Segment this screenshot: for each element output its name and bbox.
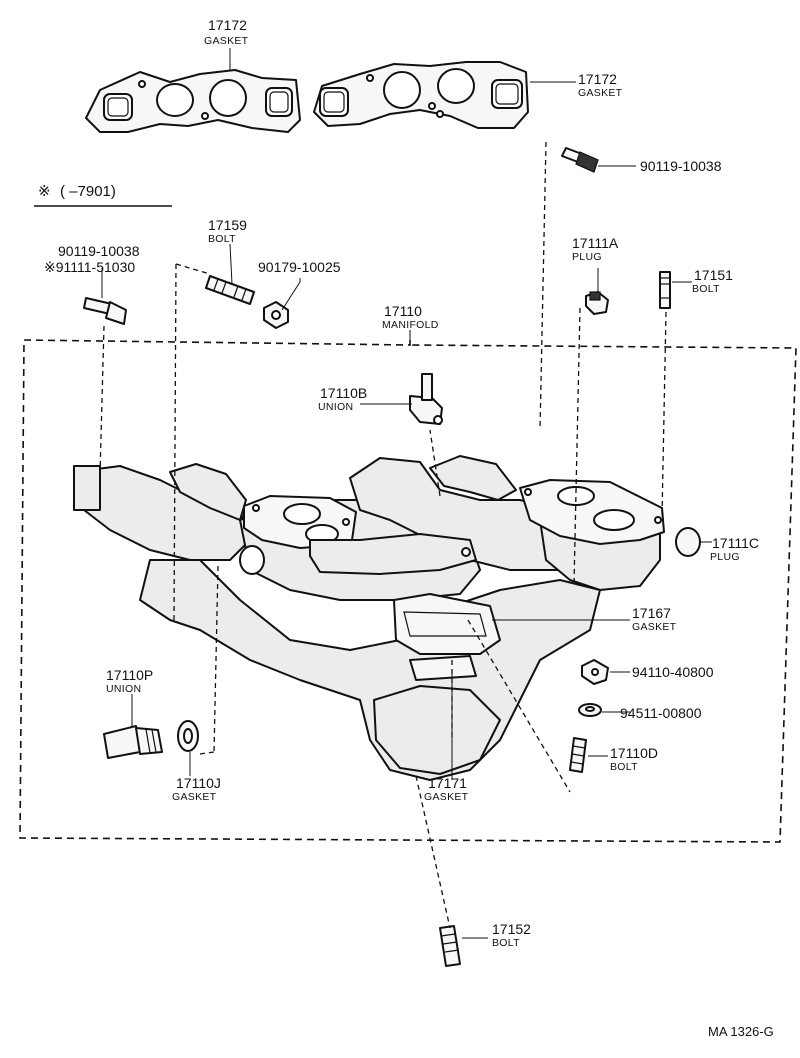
label-17110: 17110 MANIFOLD [382, 303, 439, 331]
bolt-17151 [659, 271, 671, 309]
svg-text:BOLT: BOLT [692, 283, 720, 295]
svg-text:90119-10038: 90119-10038 [58, 243, 140, 259]
gasket-17172-left [85, 69, 301, 133]
label-17172-right: 17172 GASKET [578, 71, 623, 99]
label-90119-10038-upper: 90119-10038 [640, 158, 722, 174]
label-17172-left: 17172 GASKET [204, 17, 249, 47]
washer-94511-00800 [578, 703, 602, 717]
union-17110b [409, 373, 443, 425]
svg-text:BOLT: BOLT [610, 761, 638, 773]
svg-text:17172: 17172 [578, 71, 617, 87]
svg-text:GASKET: GASKET [172, 791, 217, 803]
svg-text:90179-10025: 90179-10025 [258, 259, 341, 275]
svg-text:GASKET: GASKET [204, 35, 249, 47]
svg-text:17172: 17172 [208, 17, 247, 33]
svg-text:GASKET: GASKET [578, 87, 623, 99]
nut-94110-40800 [581, 659, 609, 685]
stud-bolt-17159 [205, 275, 255, 305]
plug-17111a [585, 291, 609, 315]
svg-text:17171: 17171 [428, 775, 467, 791]
gasket-17110j [177, 720, 199, 752]
svg-text:UNION: UNION [106, 683, 141, 695]
svg-text:17167: 17167 [632, 605, 671, 621]
svg-text:UNION: UNION [318, 401, 353, 413]
svg-text:94110-40800: 94110-40800 [632, 664, 714, 680]
svg-text:( –7901): ( –7901) [60, 183, 116, 200]
label-17110j: 17110J GASKET [172, 775, 221, 803]
label-17167: 17167 GASKET [632, 605, 677, 633]
label-17152: 17152 BOLT [492, 921, 531, 949]
label-94511-00800: 94511-00800 [620, 705, 702, 721]
label-90119-10038-left: 90119-10038 ※91111-51030 [44, 243, 140, 275]
svg-text:PLUG: PLUG [710, 551, 740, 563]
label-17111a: 17111A PLUG [572, 235, 619, 263]
svg-text:MANIFOLD: MANIFOLD [382, 319, 439, 331]
svg-text:90119-10038: 90119-10038 [640, 158, 722, 174]
label-17171: 17171 GASKET [424, 775, 469, 803]
svg-text:※91111-51030: ※91111-51030 [44, 259, 135, 275]
bolt-90119-10038-left [83, 297, 127, 325]
nut-90179-10025 [263, 301, 289, 329]
diagram-code: MA 1326-G [708, 1024, 774, 1039]
svg-text:17110: 17110 [384, 303, 422, 319]
svg-text:17110P: 17110P [106, 667, 153, 683]
label-94110-40800: 94110-40800 [632, 664, 714, 680]
svg-text:17111A: 17111A [572, 235, 619, 251]
model-range-note: ※ ( –7901) [34, 183, 172, 207]
stud-bolt-17152 [439, 925, 461, 967]
svg-text:PLUG: PLUG [572, 251, 602, 263]
svg-text:17110J: 17110J [176, 775, 221, 791]
plug-17111c [675, 527, 701, 557]
svg-text:GASKET: GASKET [632, 621, 677, 633]
label-17110b: 17110B UNION [318, 385, 367, 413]
svg-text:17152: 17152 [492, 921, 531, 937]
svg-text:BOLT: BOLT [492, 937, 520, 949]
label-17111c: 17111C PLUG [710, 535, 759, 563]
svg-text:17110B: 17110B [320, 385, 367, 401]
svg-text:17111C: 17111C [712, 535, 759, 551]
label-17151: 17151 BOLT [692, 267, 733, 295]
svg-text:17110D: 17110D [610, 745, 658, 761]
label-17159: 17159 BOLT [208, 217, 247, 245]
label-17110p: 17110P UNION [106, 667, 153, 695]
bolt-90119-10038-upper [561, 147, 599, 173]
svg-text:17151: 17151 [694, 267, 733, 283]
svg-text:94511-00800: 94511-00800 [620, 705, 702, 721]
stud-bolt-17110d [569, 737, 587, 773]
label-17110d: 17110D BOLT [610, 745, 658, 773]
svg-text:GASKET: GASKET [424, 791, 469, 803]
manifold-17110 [73, 455, 665, 781]
svg-text:BOLT: BOLT [208, 233, 236, 245]
svg-text:17159: 17159 [208, 217, 247, 233]
svg-text:※: ※ [38, 183, 51, 200]
union-17110p [103, 725, 163, 759]
label-90179-10025: 90179-10025 [258, 259, 341, 275]
gasket-17172-right [313, 61, 529, 129]
